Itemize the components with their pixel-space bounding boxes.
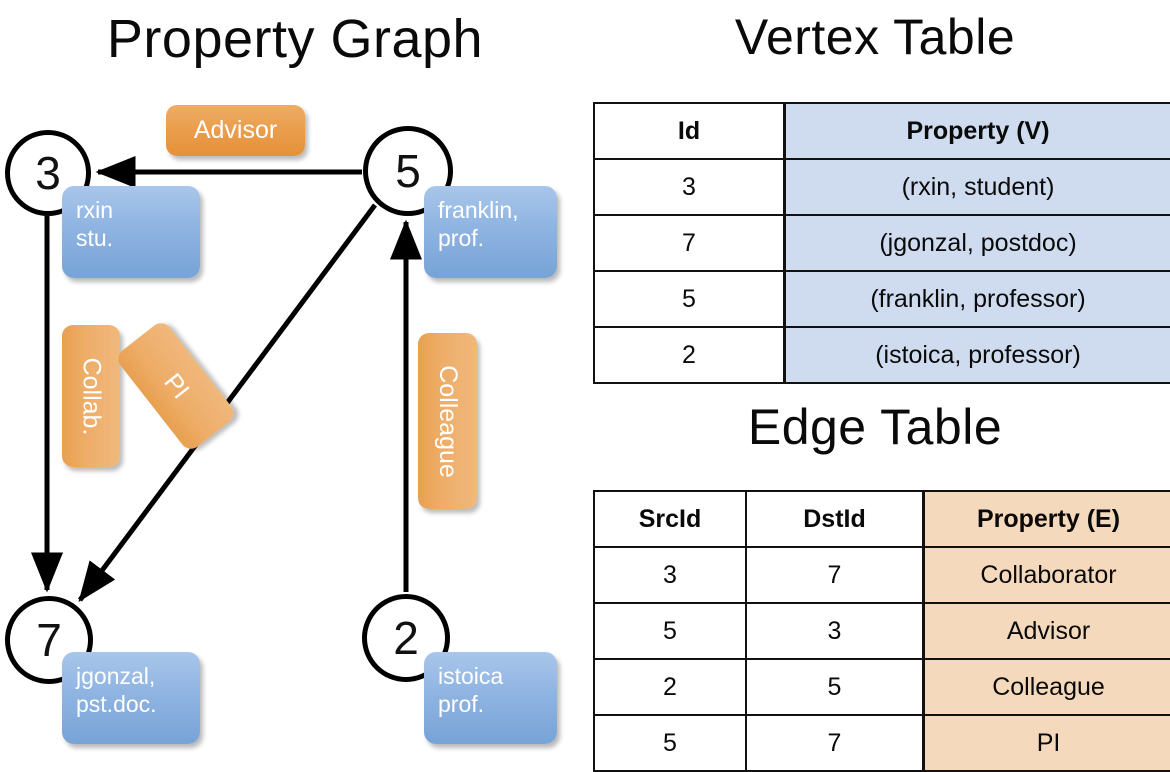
edge-header-property: Property (E) xyxy=(924,491,1170,547)
table-row: 7 (jgonzal, postdoc) xyxy=(594,215,1170,271)
edge-cell-property: Advisor xyxy=(924,603,1170,659)
vertex-property-box-jgonzal: jgonzal, pst.doc. xyxy=(62,652,200,744)
edge-label-colleague: Colleague xyxy=(418,333,477,509)
table-row: 5 7 PI xyxy=(594,715,1170,771)
table-row: 5 3 Advisor xyxy=(594,603,1170,659)
edge-cell-dstid: 5 xyxy=(746,659,924,715)
table-row: 3 7 Collaborator xyxy=(594,547,1170,603)
page-title-vertex-table: Vertex Table xyxy=(580,8,1170,66)
property-graph-diagram: 3 5 7 2 rxin stu. franklin, prof. jgonza… xyxy=(0,0,590,760)
edge-cell-srcid: 2 xyxy=(594,659,746,715)
edge-cell-dstid: 7 xyxy=(746,715,924,771)
edge-table: SrcId DstId Property (E) 3 7 Collaborato… xyxy=(593,490,1170,772)
vertex-cell-property: (franklin, professor) xyxy=(785,271,1170,327)
vertex-header-id: Id xyxy=(594,103,785,159)
edge-label-advisor: Advisor xyxy=(166,105,305,156)
page-title-edge-table: Edge Table xyxy=(580,398,1170,456)
table-header-row: Id Property (V) xyxy=(594,103,1170,159)
edge-header-srcid: SrcId xyxy=(594,491,746,547)
edge-label-colleague-text: Colleague xyxy=(433,365,462,478)
vertex-property-line-1: jgonzal, xyxy=(76,662,200,690)
vertex-cell-id: 5 xyxy=(594,271,785,327)
vertex-property-line-1: rxin xyxy=(76,196,200,224)
vertex-property-line-2: stu. xyxy=(76,224,200,252)
edge-cell-property: Colleague xyxy=(924,659,1170,715)
edge-cell-srcid: 3 xyxy=(594,547,746,603)
edge-cell-srcid: 5 xyxy=(594,603,746,659)
edge-cell-property: PI xyxy=(924,715,1170,771)
edge-cell-property: Collaborator xyxy=(924,547,1170,603)
vertex-cell-id: 2 xyxy=(594,327,785,383)
edge-header-dstid: DstId xyxy=(746,491,924,547)
edge-cell-srcid: 5 xyxy=(594,715,746,771)
vertex-cell-property: (rxin, student) xyxy=(785,159,1170,215)
table-row: 3 (rxin, student) xyxy=(594,159,1170,215)
table-row: 5 (franklin, professor) xyxy=(594,271,1170,327)
edge-label-collab: Collab. xyxy=(62,325,120,467)
vertex-cell-property: (jgonzal, postdoc) xyxy=(785,215,1170,271)
edge-label-pi-text: PI xyxy=(157,368,194,404)
vertex-property-line-2: prof. xyxy=(438,224,557,252)
vertex-table: Id Property (V) 3 (rxin, student) 7 (jgo… xyxy=(593,102,1170,384)
table-header-row: SrcId DstId Property (E) xyxy=(594,491,1170,547)
vertex-property-box-istoica: istoica prof. xyxy=(424,652,557,744)
vertex-property-line-2: prof. xyxy=(438,690,557,718)
table-row: 2 5 Colleague xyxy=(594,659,1170,715)
vertex-property-line-1: istoica xyxy=(438,662,557,690)
edge-cell-dstid: 7 xyxy=(746,547,924,603)
edge-label-collab-text: Collab. xyxy=(77,357,106,435)
edge-label-advisor-text: Advisor xyxy=(194,116,277,145)
vertex-cell-property: (istoica, professor) xyxy=(785,327,1170,383)
vertex-property-line-1: franklin, xyxy=(438,196,557,224)
table-row: 2 (istoica, professor) xyxy=(594,327,1170,383)
vertex-property-line-2: pst.doc. xyxy=(76,690,200,718)
vertex-header-property: Property (V) xyxy=(785,103,1170,159)
vertex-cell-id: 7 xyxy=(594,215,785,271)
vertex-property-box-franklin: franklin, prof. xyxy=(424,186,557,278)
edge-cell-dstid: 3 xyxy=(746,603,924,659)
vertex-property-box-rxin: rxin stu. xyxy=(62,186,200,278)
vertex-cell-id: 3 xyxy=(594,159,785,215)
